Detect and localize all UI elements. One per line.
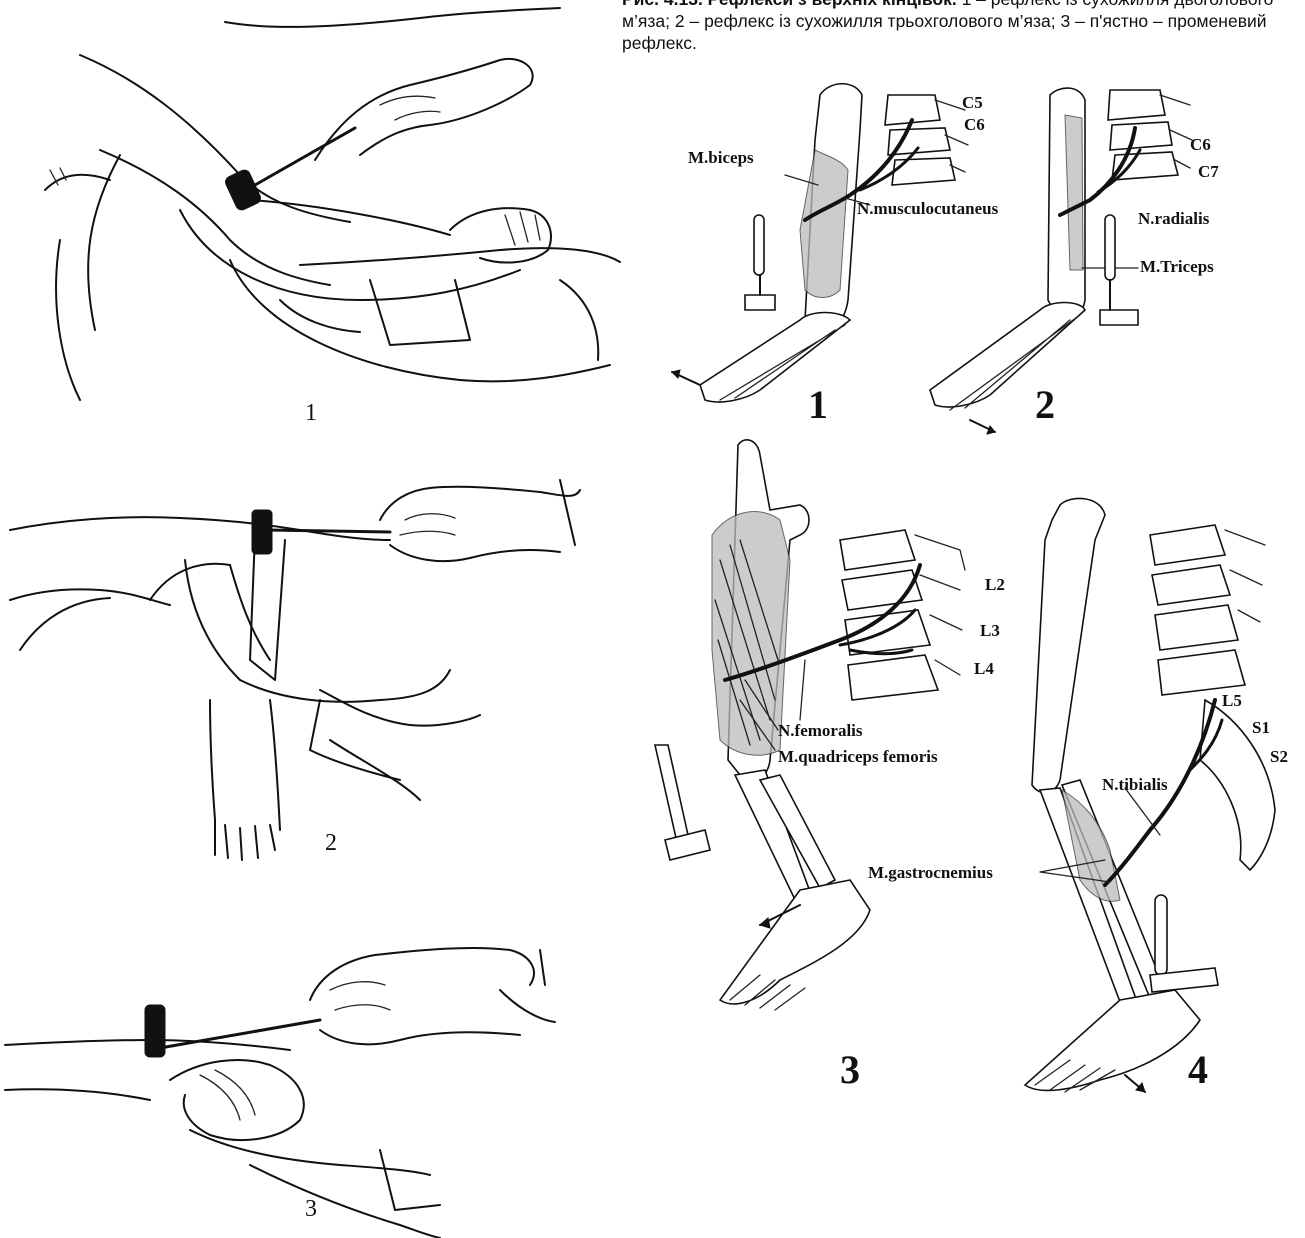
label-m-biceps: M.biceps — [688, 148, 754, 167]
label-c6-b: C6 — [1190, 135, 1211, 154]
label-s2: S2 — [1270, 747, 1288, 766]
diagram-number-2: 2 — [1035, 382, 1055, 427]
diagram-ankle-anatomy — [1025, 498, 1275, 1092]
diagram-number-3: 3 — [840, 1047, 860, 1092]
label-n-radialis: N.radialis — [1138, 209, 1210, 228]
diagram-biceps-anatomy — [672, 84, 968, 402]
label-l4: L4 — [974, 659, 994, 678]
label-l2: L2 — [985, 575, 1005, 594]
label-c6-a: C6 — [964, 115, 985, 134]
diagram-number-1: 1 — [808, 382, 828, 427]
label-l5: L5 — [1222, 691, 1242, 710]
diagram-number-4: 4 — [1188, 1047, 1208, 1092]
left-panel-number-2: 2 — [325, 830, 337, 856]
label-c5: C5 — [962, 93, 983, 112]
left-panel-number-3: 3 — [305, 1196, 317, 1222]
drawing-triceps-reflex — [10, 480, 580, 860]
label-n-musculocutaneus: N.musculocutaneus — [857, 199, 999, 218]
label-m-triceps: M.Triceps — [1140, 257, 1214, 276]
label-c7: C7 — [1198, 162, 1219, 181]
drawing-carporadial-reflex — [5, 948, 555, 1238]
left-panel-number-1: 1 — [305, 400, 317, 426]
label-n-femoralis: N.femoralis — [778, 721, 863, 740]
label-l3: L3 — [980, 621, 1000, 640]
label-m-quadriceps: M.quadriceps femoris — [778, 747, 938, 766]
label-s1: S1 — [1252, 718, 1270, 737]
label-m-gastrocnemius: M.gastrocnemius — [868, 863, 993, 882]
drawing-biceps-reflex — [45, 8, 620, 400]
label-n-tibialis: N.tibialis — [1102, 775, 1168, 794]
